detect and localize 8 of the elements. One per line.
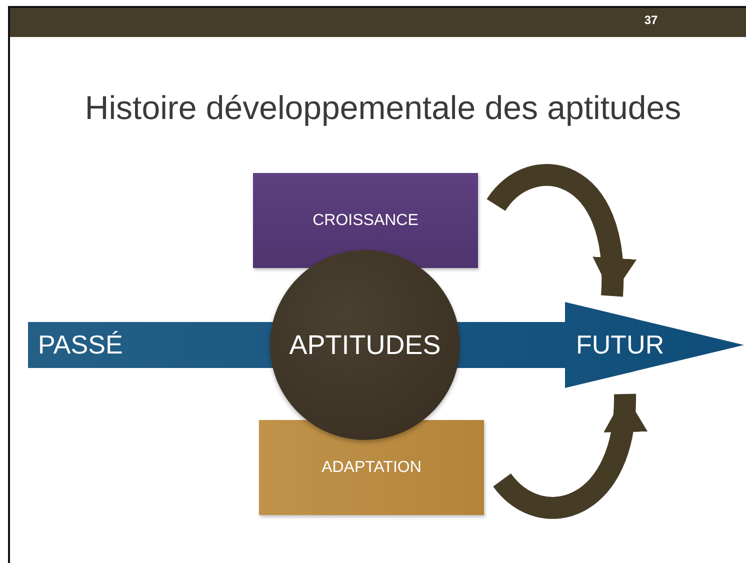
arrow-label: FUTUR (576, 330, 664, 360)
arrow-label: PASSÉ (38, 330, 123, 360)
category-box: ADAPTATION (259, 420, 484, 515)
slide-title: Histoire développementale des aptitudes (84, 89, 682, 127)
category-box: CROISSANCE (253, 173, 478, 268)
curved-arrow (494, 394, 646, 519)
page-number: 37 (643, 13, 659, 27)
curved-arrow (487, 164, 634, 296)
